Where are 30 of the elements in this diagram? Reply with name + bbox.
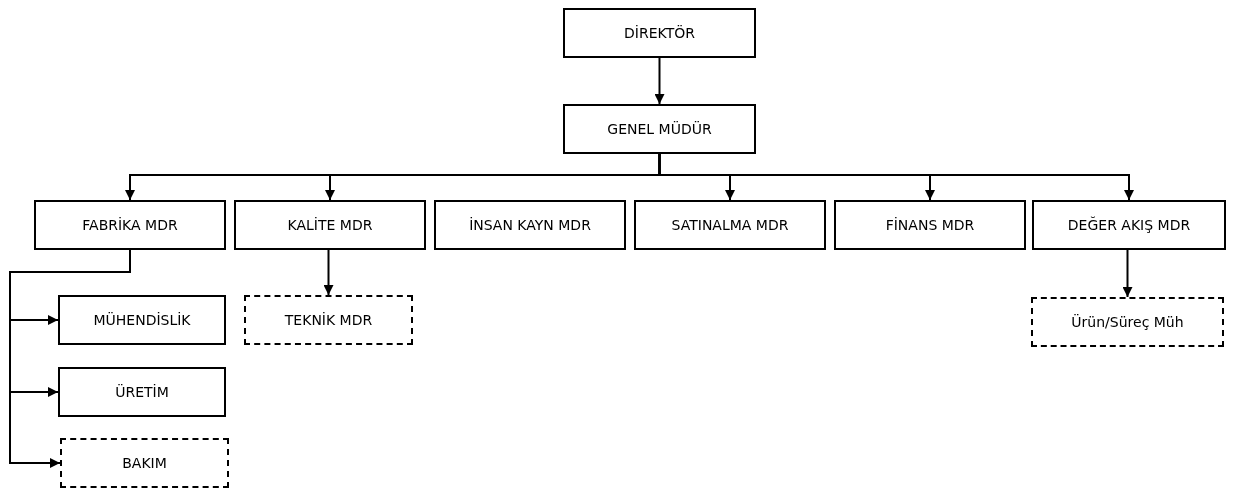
position-box bbox=[34, 200, 226, 250]
position-title: DEĞER AKIŞ MDR bbox=[1067, 217, 1191, 233]
dashed-position-box bbox=[60, 438, 229, 488]
position-box bbox=[563, 104, 756, 154]
position-box bbox=[1032, 200, 1226, 250]
position-title: Ürün/Süreç Müh bbox=[1071, 314, 1184, 330]
position-title: DİREKTÖR bbox=[624, 25, 695, 41]
connector-arrow bbox=[654, 57, 665, 105]
position-box bbox=[234, 200, 426, 250]
connector-arrow bbox=[1122, 249, 1133, 298]
position-title: İNSAN KAYN MDR bbox=[469, 217, 591, 233]
position-box bbox=[58, 295, 226, 345]
position-title: MÜHENDİSLİK bbox=[93, 312, 191, 328]
position-title: FABRİKA MDR bbox=[82, 217, 178, 233]
position-title: FİNANS MDR bbox=[885, 217, 975, 233]
position-box bbox=[834, 200, 1026, 250]
position-title: BAKIM bbox=[122, 455, 167, 471]
dashed-position-box bbox=[244, 295, 413, 345]
position-title: ÜRETİM bbox=[115, 384, 169, 400]
position-title: TEKNİK MDR bbox=[284, 312, 373, 328]
position-title: KALİTE MDR bbox=[287, 217, 373, 233]
position-box bbox=[634, 200, 826, 250]
connector-arrow bbox=[658, 153, 1134, 201]
position-box bbox=[58, 367, 226, 417]
position-title: GENEL MÜDÜR bbox=[607, 121, 712, 137]
position-box bbox=[434, 200, 626, 250]
dashed-position-box bbox=[1031, 297, 1224, 347]
position-box bbox=[563, 8, 756, 58]
connector-arrow bbox=[323, 249, 334, 296]
position-title: SATINALMA MDR bbox=[671, 217, 789, 233]
